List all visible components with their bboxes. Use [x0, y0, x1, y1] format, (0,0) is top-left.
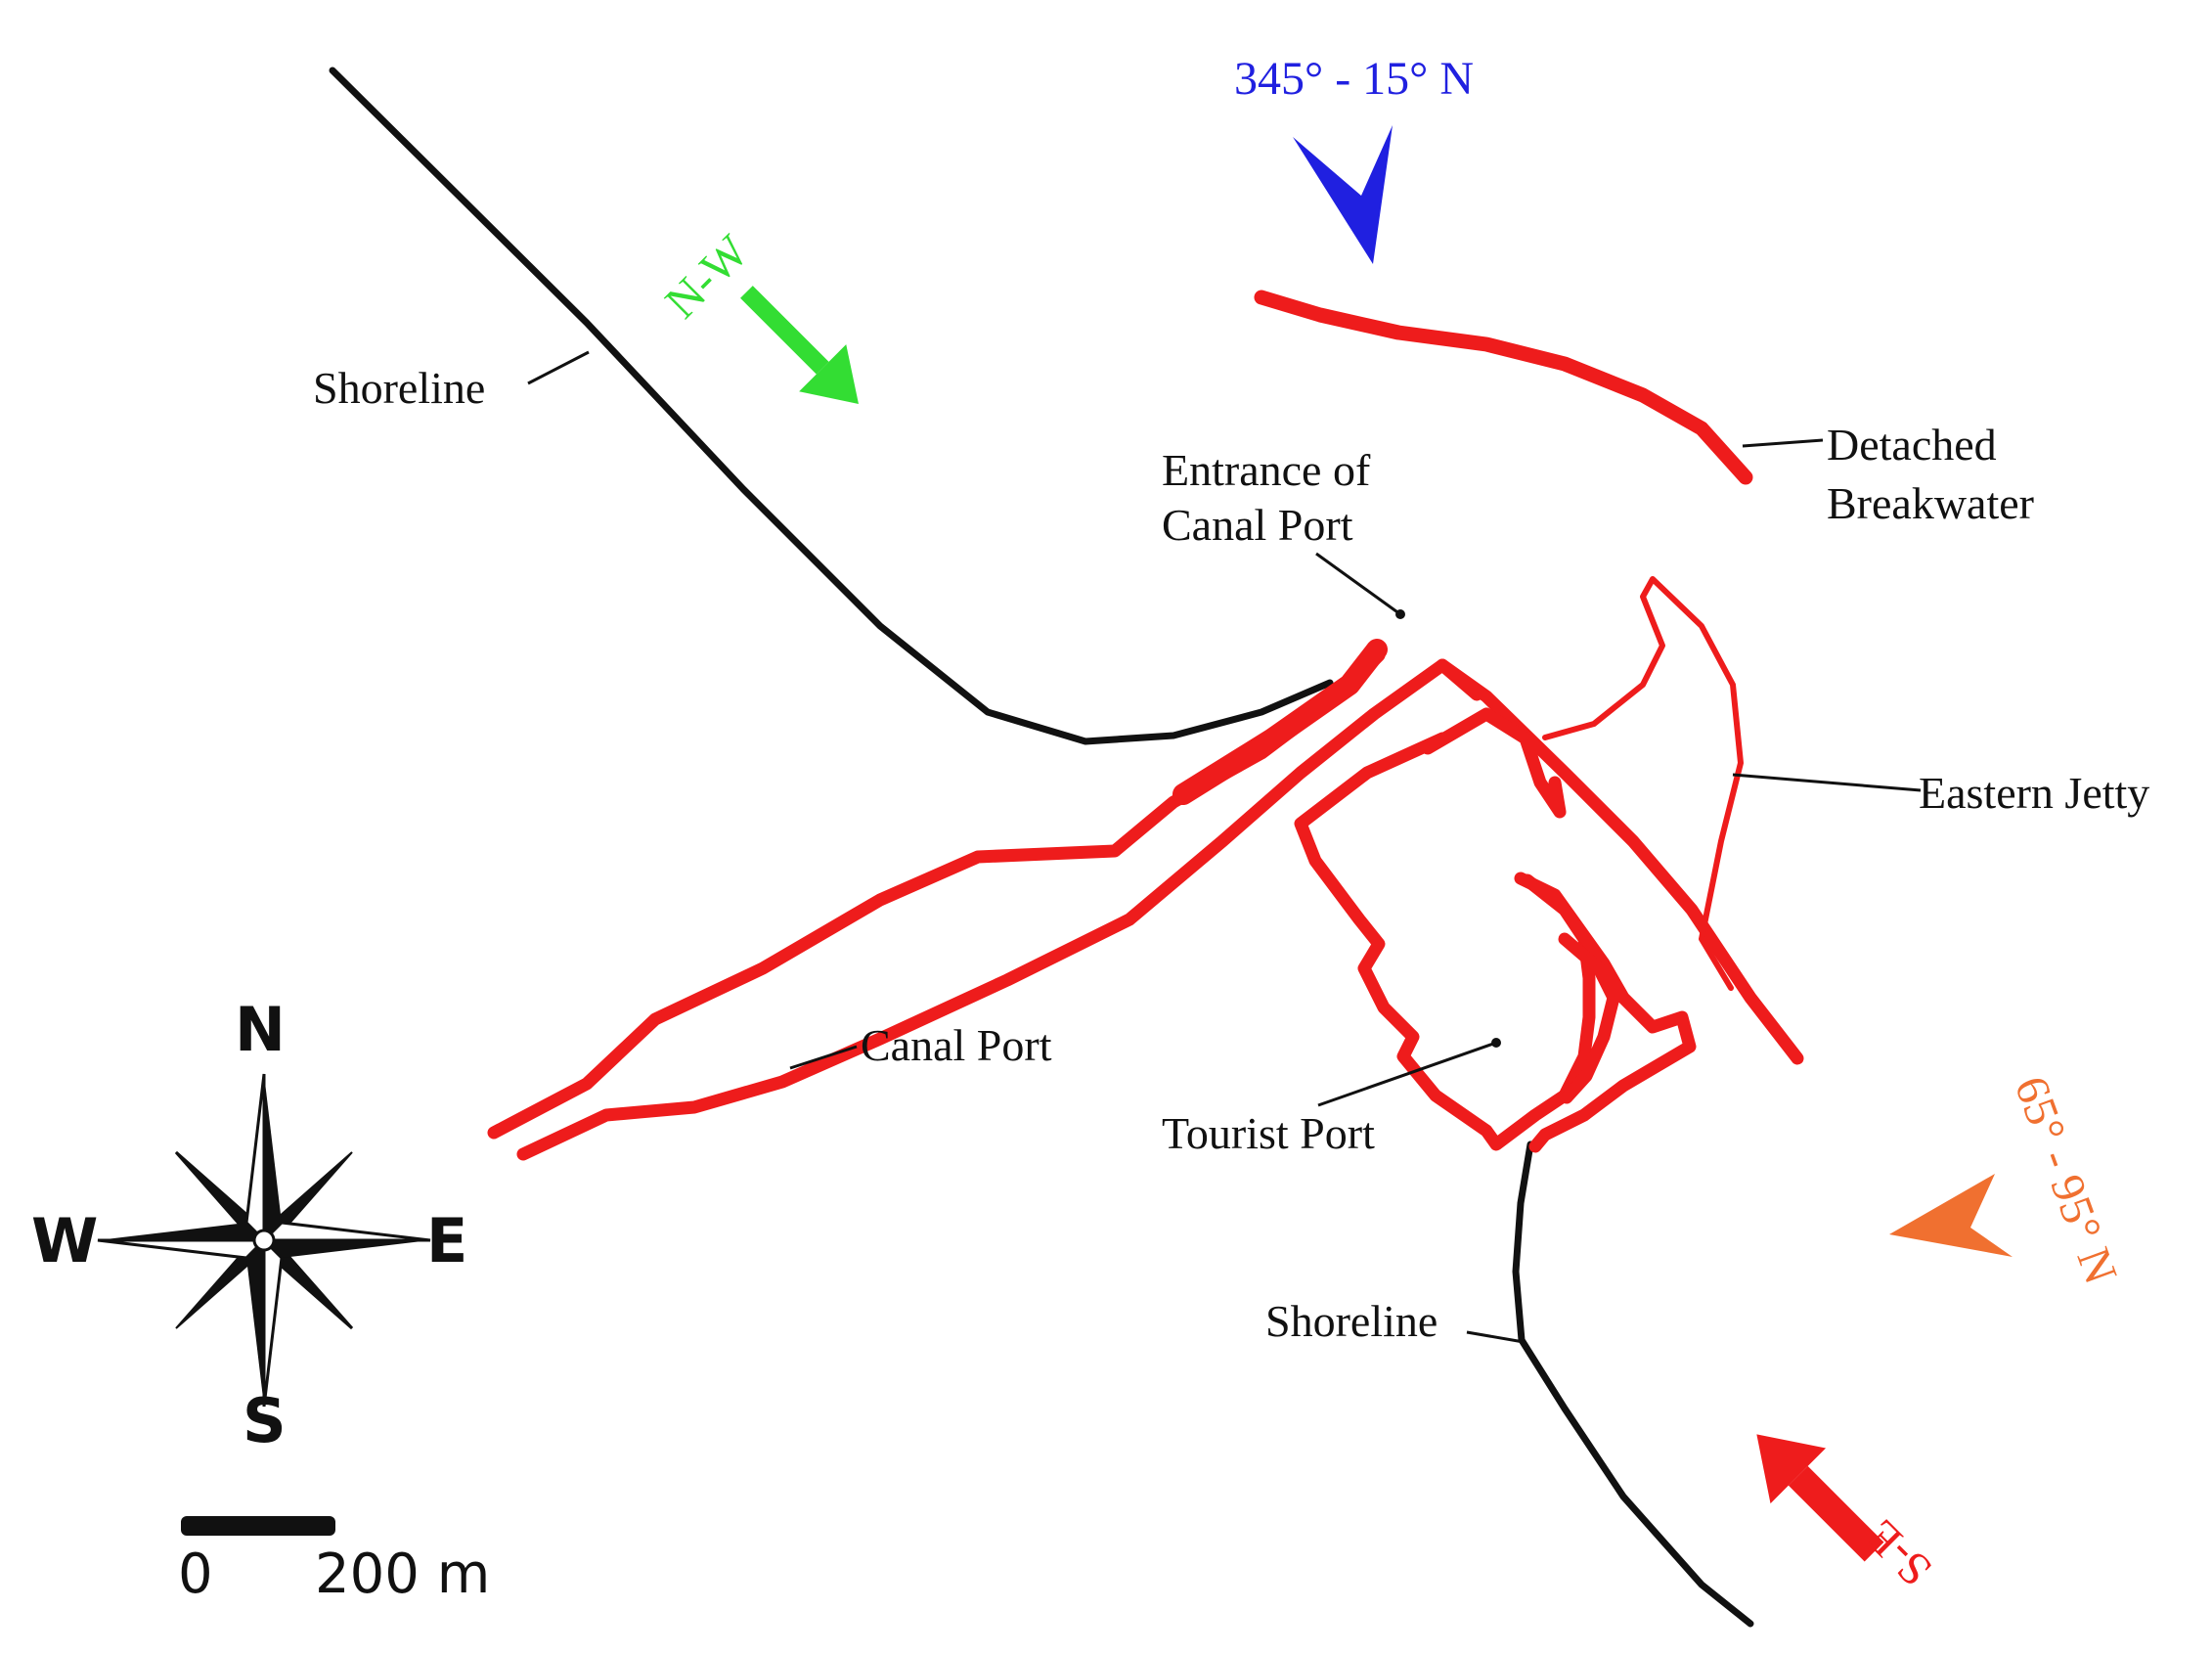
label-shoreline-north: Shoreline	[313, 363, 485, 413]
scale-bar-end-label: 200 m	[315, 1543, 490, 1606]
leader-eastern-jetty	[1732, 773, 1922, 792]
shoreline-south	[1512, 1141, 1754, 1628]
leader-canal-port	[789, 1045, 858, 1070]
eastern-jetty-outer	[1542, 576, 1744, 991]
wave-east-arrowhead-icon	[1889, 1174, 2013, 1257]
leader-detached	[1742, 438, 1824, 448]
eastern-jetty-main	[1436, 658, 1804, 1065]
compass-east-label: E	[426, 1205, 467, 1276]
label-entrance-line1: Entrance of	[1162, 445, 1371, 495]
tourist-port-inner-mole-2	[1558, 932, 1620, 1104]
scale-bar	[181, 1516, 335, 1536]
wave-southeast-arrow-icon	[1756, 1434, 1884, 1562]
label-tourist-port: Tourist Port	[1162, 1108, 1375, 1158]
label-entrance-line2: Canal Port	[1162, 500, 1353, 550]
compass-rose	[97, 1073, 431, 1408]
label-canal-port: Canal Port	[861, 1020, 1052, 1070]
label-detached-line1: Detached	[1827, 420, 1997, 470]
label-eastern-jetty: Eastern Jetty	[1919, 768, 2149, 818]
detached-breakwater	[1254, 290, 1753, 485]
leader-entrance-dot	[1395, 609, 1405, 619]
wave-dir-north-label: 345° - 15° N	[1234, 53, 1474, 105]
leader-shoreline-south	[1466, 1330, 1525, 1344]
label-detached-line2: Breakwater	[1827, 478, 2034, 528]
compass-north-label: N	[235, 994, 286, 1065]
wave-dir-east-label: 65° - 95° N	[2005, 1070, 2127, 1291]
tourist-port-inner-mole	[1514, 872, 1697, 1153]
compass-south-label: S	[243, 1385, 287, 1456]
compass-cardinal-points	[97, 1073, 431, 1408]
compass-west-label: W	[31, 1205, 98, 1276]
label-shoreline-south: Shoreline	[1265, 1296, 1438, 1346]
canal-port-south-wall	[516, 658, 1483, 1161]
wave-north-arrowhead-icon	[1293, 125, 1393, 264]
tourist-port-basin	[1421, 707, 1567, 819]
shoreline-north	[329, 67, 1334, 745]
leader-shoreline-north	[527, 350, 590, 385]
wave-dir-southeast-label: S-E	[1855, 1509, 1941, 1595]
leader-tourist-port-dot	[1491, 1038, 1501, 1048]
wave-northwest-arrow-icon	[740, 286, 859, 404]
leader-entrance	[1315, 552, 1401, 616]
canal-port-entrance-head	[1172, 639, 1388, 805]
leader-tourist-port	[1317, 1041, 1497, 1107]
tourist-port-outer-wall	[1294, 732, 1596, 1151]
wave-dir-northwest-label: N-W	[655, 225, 759, 329]
scale-bar-start-label: 0	[178, 1543, 213, 1606]
